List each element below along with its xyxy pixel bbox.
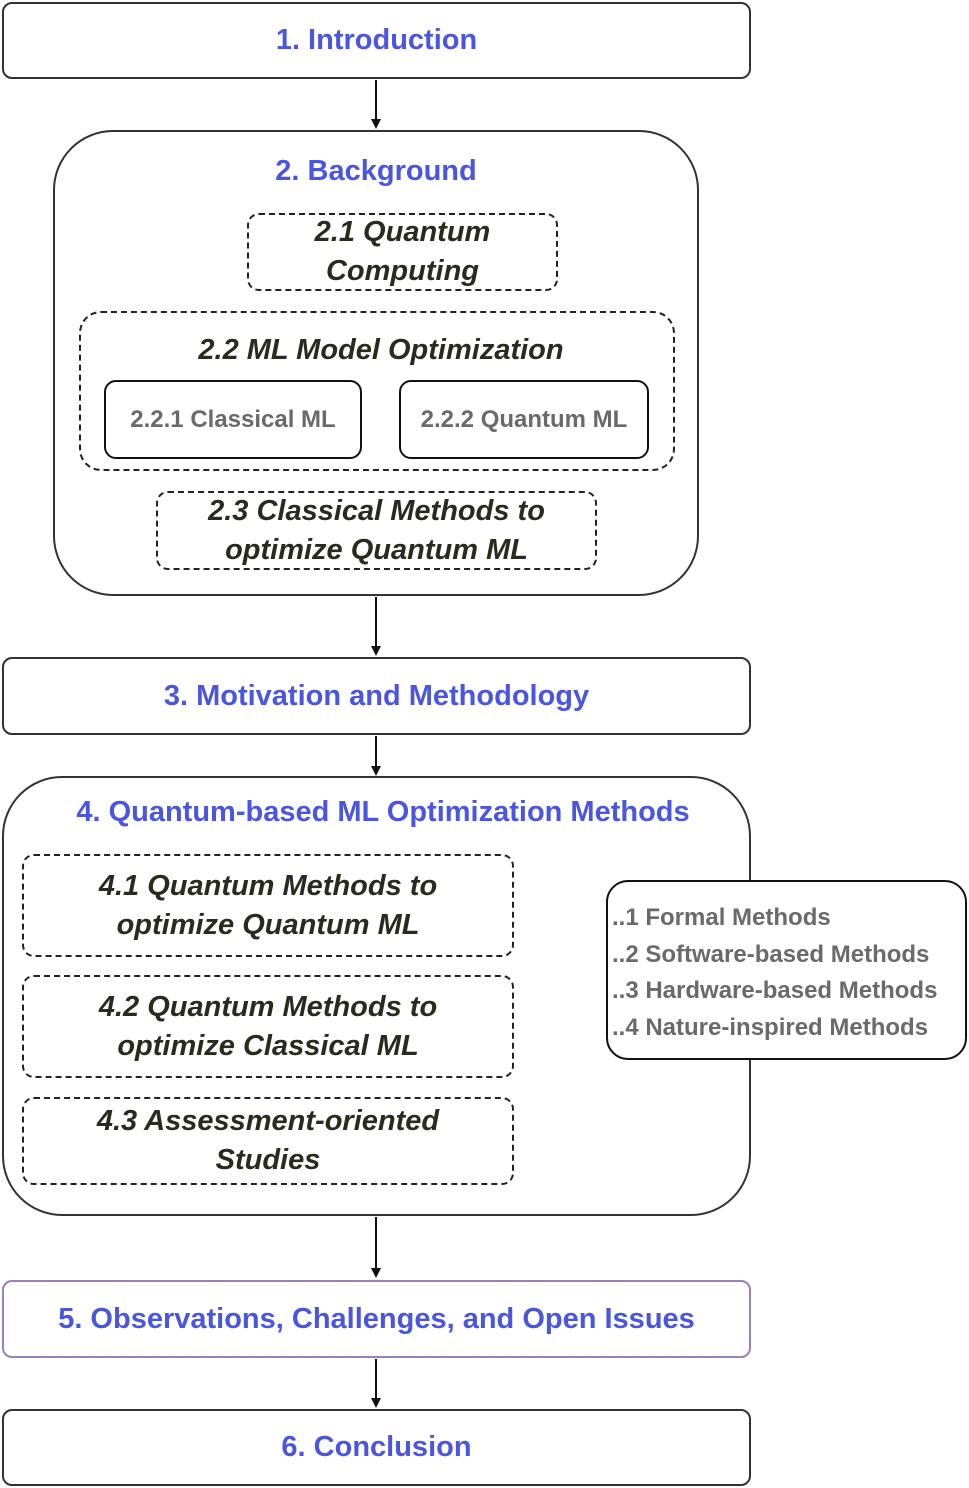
section-5-box: 5. Observations, Challenges, and Open Is…: [2, 1280, 751, 1358]
methods-list-box: ..1 Formal Methods ..2 Software-based Me…: [606, 880, 967, 1060]
section-2-2-2-box: 2.2.2 Quantum ML: [399, 380, 649, 459]
section-2-1-label: 2.1 Quantum Computing: [314, 216, 491, 287]
methods-list-item-hardware: ..3 Hardware-based Methods: [612, 977, 938, 1004]
methods-list-item-nature: ..4 Nature-inspired Methods: [612, 1013, 929, 1041]
section-2-3-box: 2.3 Classical Methods to optimize Quantu…: [156, 491, 597, 570]
section-6-box: 6. Conclusion: [2, 1409, 751, 1486]
section-3-label: 3. Motivation and Methodology: [163, 679, 590, 712]
section-2-3-label: 2.3 Classical Methods to optimize Quantu…: [208, 494, 545, 566]
section-4-3-box: 4.3 Assessment-oriented Studies: [22, 1097, 514, 1185]
methods-list-item-software: ..2 Software-based Methods: [612, 940, 930, 968]
section-4-1-box: 4.1 Quantum Methods to optimize Quantum …: [22, 854, 514, 957]
section-2-2-1-label: 2.2.1 Classical ML: [130, 405, 336, 433]
section-3-box: 3. Motivation and Methodology: [2, 657, 751, 735]
section-1-label: 1. Introduction: [275, 24, 478, 56]
section-2-title: 2. Background: [275, 155, 477, 187]
section-1-box: 1. Introduction: [2, 2, 751, 79]
section-4-2-label: 4.2 Quantum Methods to optimize Classica…: [98, 990, 438, 1062]
section-4-2-box: 4.2 Quantum Methods to optimize Classica…: [22, 975, 514, 1078]
section-2-2-title: 2.2 ML Model Optimization: [198, 334, 564, 366]
section-2-1-box: 2.1 Quantum Computing: [247, 213, 558, 291]
section-4-3-label: 4.3 Assessment-oriented Studies: [96, 1105, 440, 1176]
section-6-label: 6. Conclusion: [281, 1431, 472, 1463]
section-4-1-label: 4.1 Quantum Methods to optimize Quantum …: [98, 869, 438, 941]
methods-list-item-formal: ..1 Formal Methods: [612, 904, 831, 931]
section-2-2-2-label: 2.2.2 Quantum ML: [420, 405, 628, 433]
section-5-label: 5. Observations, Challenges, and Open Is…: [58, 1302, 695, 1335]
section-2-2-1-box: 2.2.1 Classical ML: [104, 380, 362, 459]
section-4-title: 4. Quantum-based ML Optimization Methods: [76, 796, 690, 828]
